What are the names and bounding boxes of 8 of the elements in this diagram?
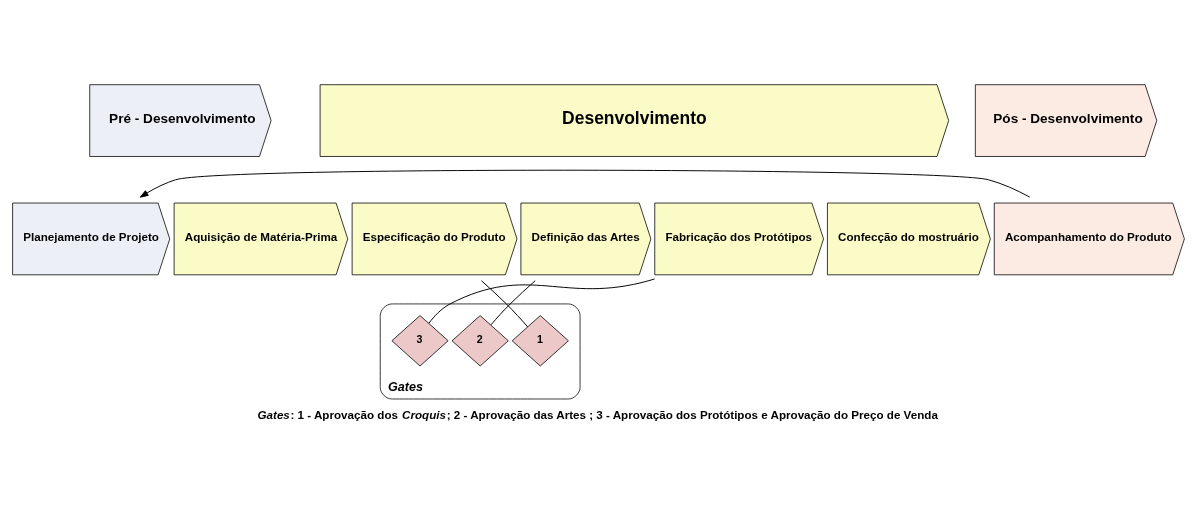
node-diamond: 3 [391, 315, 449, 367]
node-diamond: 2 [451, 315, 509, 367]
connector [490, 280, 536, 326]
caption: Gates: 1 - Aprovação dos Croquis; 2 - Aprovação das Artes ; 3 - Aprovação dos Protótipos e Aprovação do Preço de Venda [257, 407, 938, 421]
node-diamond: 1 [511, 315, 569, 367]
connector [428, 278, 656, 324]
connector [480, 280, 529, 328]
arrow [139, 169, 1031, 198]
